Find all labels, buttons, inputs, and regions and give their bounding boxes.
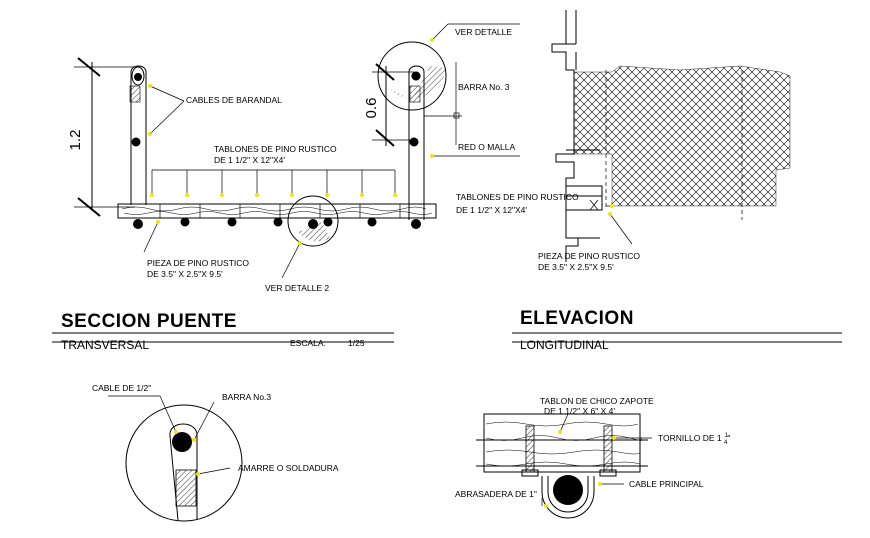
- section-view: 1.2 0.6: [52, 23, 520, 352]
- elevation-view: TABLONES DE PINO RUSTICO DE 1 1/2" X 12"…: [456, 10, 842, 352]
- ver-detalle-2-label: VER DETALLE 2: [265, 283, 329, 293]
- tablones-leaders: [150, 170, 397, 197]
- tablones-label-2: DE 1 1/2" X 12"X4': [214, 155, 285, 165]
- detail1-cable: [172, 432, 192, 452]
- detail2-tablon-label-2: DE 1 1/2" X 6" X 4': [544, 406, 615, 416]
- detail1-amarre-label: AMARRE O SOLDADURA: [238, 463, 339, 473]
- section-subtitle: TRANSVERSAL: [61, 338, 149, 352]
- dim-rail-label: 0.6: [363, 98, 380, 119]
- elev-pieza-label-1: PIEZA DE PINO RUSTICO: [538, 251, 640, 261]
- detail2-clamp: [541, 476, 595, 519]
- pieza-label-1: PIEZA DE PINO RUSTICO: [147, 258, 249, 268]
- cable-left: [131, 137, 141, 147]
- cables-barandal-label: CABLES DE BARANDAL: [186, 95, 282, 105]
- elev-pieza-label-2: DE 3.5" X 2.5"X 9.5': [538, 262, 614, 272]
- ver-detalle-label: VER DETALLE: [455, 27, 512, 37]
- dim-tick-rail-bottom: [375, 129, 395, 147]
- detail2-bolt-left: [525, 425, 535, 473]
- escala-value: 1/25: [348, 338, 365, 348]
- detail2-main-cable: [553, 475, 583, 505]
- detail2-tablon-label-1: TABLON DE CHICO ZAPOTE: [540, 396, 654, 406]
- detail1-weld: [175, 469, 197, 507]
- deck: [117, 203, 437, 229]
- detail-1: CABLE DE 1/2" BARRA No.3 AMARRE O SOLDAD…: [92, 383, 339, 522]
- detail1-barra-label: BARRA No.3: [222, 392, 271, 402]
- elev-tablones-label-2: DE 1 1/2" X 12"X4': [456, 205, 527, 215]
- cable-right: [409, 137, 419, 147]
- pieza-label-2: DE 3.5" X 2.5"X 9.5': [147, 269, 223, 279]
- detail2-abrasadera-label: ABRASADERA DE 1": [455, 489, 537, 499]
- detail2-callout-circle: [287, 195, 339, 247]
- section-title: SECCION PUENTE: [61, 311, 237, 332]
- left-post: [129, 65, 147, 205]
- escala-label: ESCALA:: [290, 338, 326, 348]
- detail1-circle: [125, 404, 243, 522]
- elev-tablones-label-1: TABLONES DE PINO RUSTICO: [456, 192, 579, 202]
- red-malla-label: RED O MALLA: [458, 142, 515, 152]
- tablones-label-1: TABLONES DE PINO RUSTICO: [214, 144, 337, 154]
- detail2-plank: [483, 413, 641, 473]
- mesh-panel: [573, 65, 791, 207]
- detail2-cable-principal-label: CABLE PRINCIPAL: [629, 479, 704, 489]
- detail2-bolt-right: [603, 425, 613, 473]
- detail-2: TABLON DE CHICO ZAPOTE DE 1 1/2" X 6" X …: [455, 396, 730, 519]
- elevation-subtitle: LONGITUDINAL: [520, 338, 609, 352]
- detail-callout-circle: [377, 41, 447, 111]
- elevation-title: ELEVACION: [520, 308, 634, 329]
- detail1-cable-label: CABLE DE 1/2": [92, 383, 151, 393]
- barra-no3-label: BARRA No. 3: [458, 82, 510, 92]
- dim-total-label: 1.2: [67, 130, 84, 151]
